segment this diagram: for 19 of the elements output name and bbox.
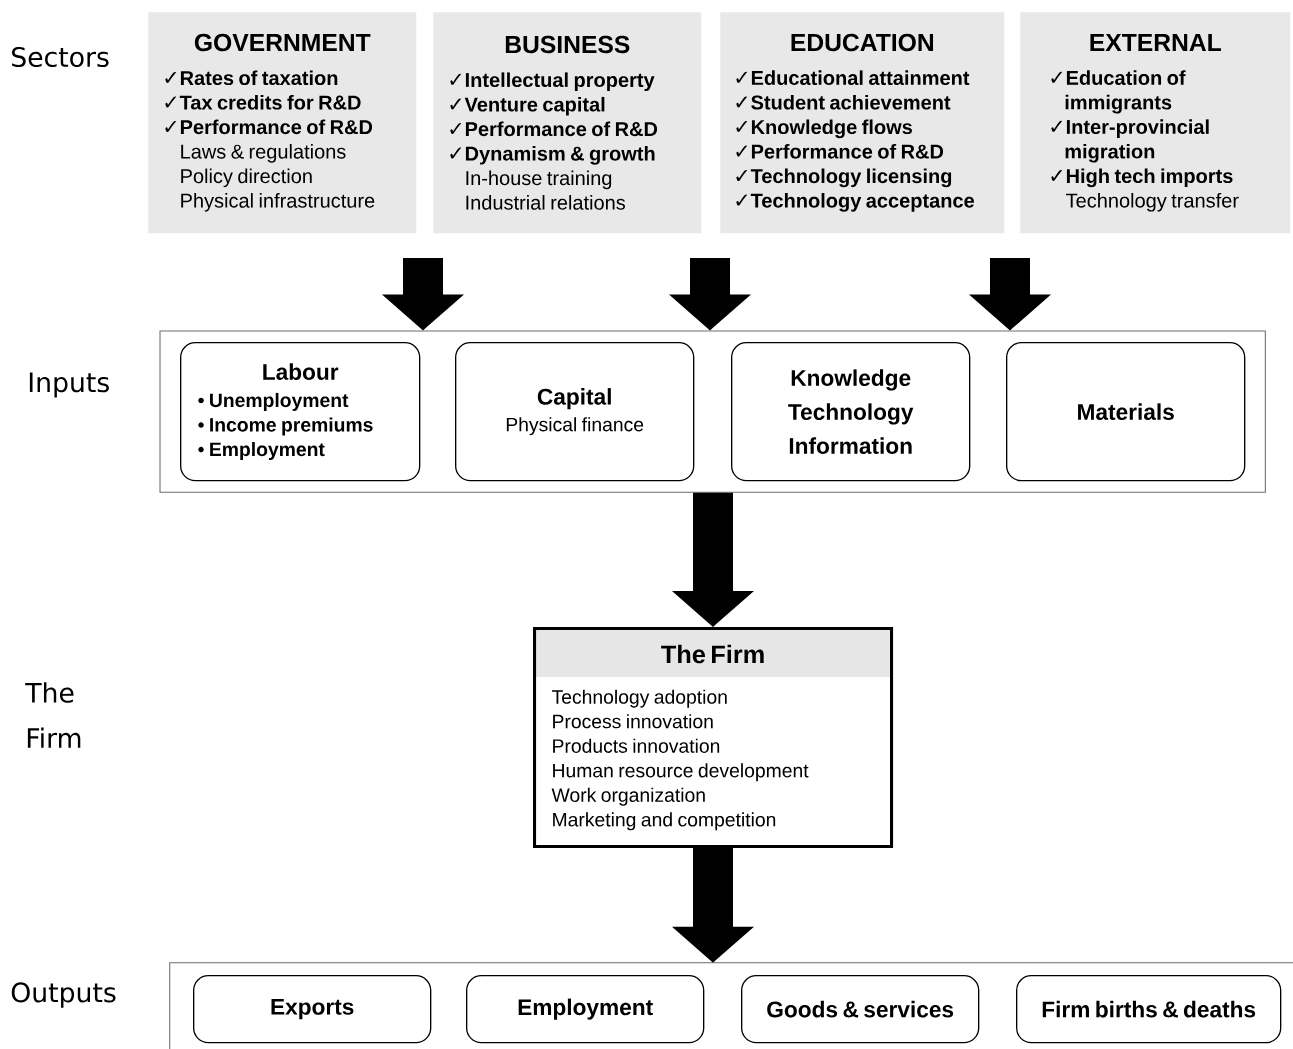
rounded-box: Employment — [466, 975, 705, 1044]
panel-frame — [169, 962, 1293, 1049]
rounded-box: Labour • Unemployment • Income premiums • Employment — [180, 342, 421, 482]
rounded-box: Firm births & deaths — [1016, 975, 1282, 1044]
row-label: Inputs — [29, 372, 109, 398]
rounded-box: Capital Physical finance — [455, 342, 695, 482]
panel-frame — [159, 330, 1266, 493]
rounded-box: Goods & services — [741, 975, 980, 1044]
rounded-box: Knowledge Technology Information — [731, 342, 971, 482]
row-label: Sectors — [12, 46, 109, 68]
rounded-box: Exports — [193, 975, 432, 1044]
sector-box: BUSINESS ✓Intellectual property ✓Venture capital ✓Performance of R&D ✓Dynamism & growth In-house training Industrial relations — [433, 12, 702, 234]
sector-box: EXTERNAL ✓Education of immigrants ✓Inter-provincial migration ✓High tech imports Technology transfer — [1020, 12, 1291, 234]
sector-box: EDUCATION ✓Educational attainment ✓Student achievement ✓Knowledge flows ✓Performance of R&D ✓Technology licensing ✓Technology acceptance — [720, 12, 1005, 234]
rounded-box: Materials — [1006, 342, 1246, 482]
row-label: Outputs — [11, 982, 116, 1008]
sector-box: GOVERNMENT ✓Rates of taxation ✓Tax credits for R&D ✓Performance of R&D Laws & regulations Policy direction Physical infrastructure — [148, 12, 417, 234]
firm-box: The Firm Technology adoption Process innovation Products innovation Human resource development Work organization Marketing and competition — [533, 627, 894, 849]
row-label: The Firm — [25, 682, 81, 748]
